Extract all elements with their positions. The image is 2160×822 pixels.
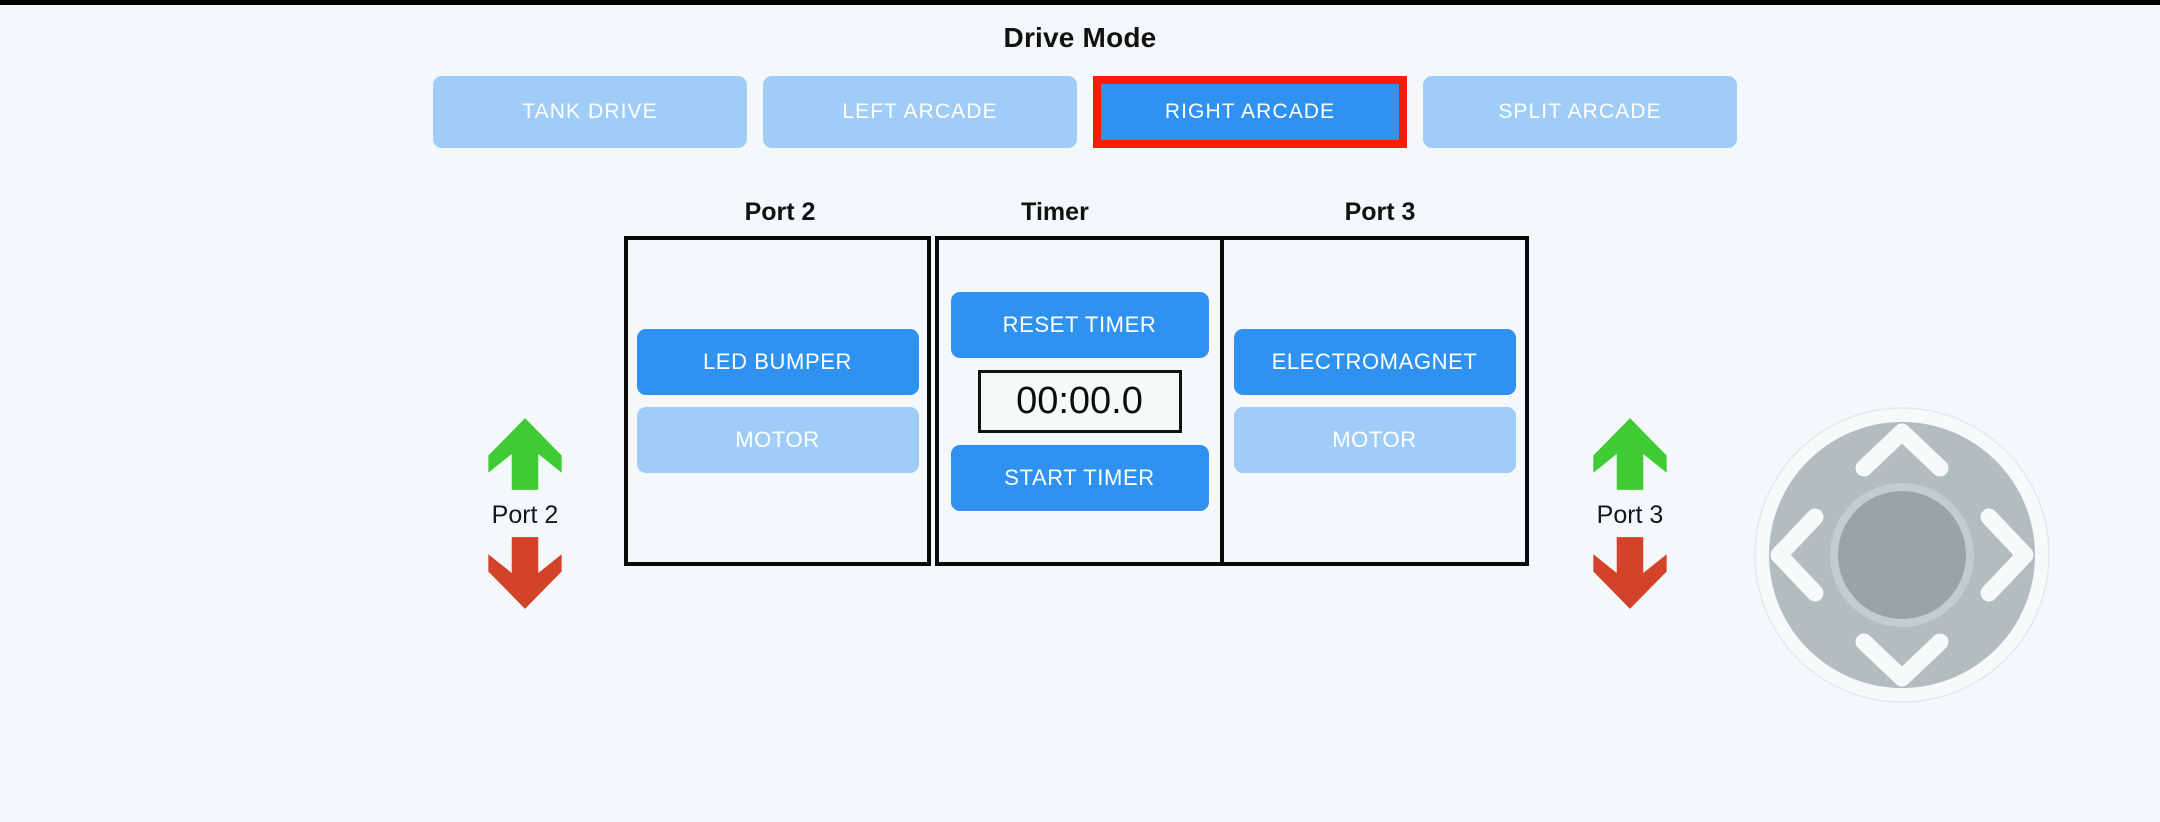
panel-caption-timer: Timer <box>1021 198 1089 226</box>
arrow-up-icon[interactable] <box>486 415 564 493</box>
dpad-center-button[interactable] <box>1838 491 1966 619</box>
direction-pad[interactable] <box>1752 405 2052 705</box>
timer-display: 00:00.0 <box>977 369 1182 433</box>
drive-mode-right-arcade-button-selected[interactable]: RIGHT ARCADE <box>1093 76 1407 148</box>
drive-mode-split-arcade-button[interactable]: SPLIT ARCADE <box>1423 76 1737 148</box>
port2-led-bumper-button[interactable]: LED BUMPER <box>636 329 919 395</box>
panel-timer: RESET TIMER 00:00.0 START TIMER <box>935 236 1224 566</box>
drive-mode-left-arcade-label: LEFT ARCADE <box>842 100 998 123</box>
panel-caption-port3: Port 3 <box>1344 198 1416 226</box>
drive-mode-tank-drive-button[interactable]: TANK DRIVE <box>433 76 747 148</box>
port3-motor-button[interactable]: MOTOR <box>1233 407 1516 473</box>
control-panel-group: LED BUMPER MOTOR RESET TIMER 00:00.0 STA… <box>624 236 1529 566</box>
panel-caption-port2: Port 2 <box>744 198 816 226</box>
drive-mode-slot-3: SPLIT ARCADE <box>1415 76 1745 148</box>
timer-value: 00:00.0 <box>1016 379 1143 422</box>
port3-electromagnet-label: ELECTROMAGNET <box>1271 349 1478 374</box>
reset-timer-button[interactable]: RESET TIMER <box>950 291 1209 358</box>
dpad-left-chevron-icon[interactable] <box>1770 508 1824 602</box>
port3-arrow-cluster: Port 3 <box>1545 415 1715 612</box>
dpad-right-chevron-icon[interactable] <box>1980 508 2034 602</box>
start-timer-button[interactable]: START TIMER <box>950 444 1209 511</box>
arrow-up-icon[interactable] <box>1591 415 1669 493</box>
drive-mode-right-arcade-inner: RIGHT ARCADE <box>1101 84 1399 140</box>
drive-mode-slot-0: TANK DRIVE <box>425 76 755 148</box>
panel-port2: LED BUMPER MOTOR <box>624 236 931 566</box>
port2-device-stack: LED BUMPER MOTOR <box>636 329 919 473</box>
port2-arrow-caption: Port 2 <box>491 501 559 529</box>
drive-mode-button-group: TANK DRIVE LEFT ARCADE RIGHT ARCADE SPLI… <box>425 76 1745 148</box>
port3-arrow-caption: Port 3 <box>1596 501 1664 529</box>
top-black-bar <box>0 0 2160 5</box>
drive-mode-right-arcade-label: RIGHT ARCADE <box>1164 100 1336 123</box>
drive-mode-tank-drive-label: TANK DRIVE <box>522 100 658 123</box>
port3-device-stack: ELECTROMAGNET MOTOR <box>1233 329 1516 473</box>
drive-mode-left-arcade-button[interactable]: LEFT ARCADE <box>763 76 1077 148</box>
port2-arrow-cluster: Port 2 <box>440 415 610 612</box>
dpad-down-chevron-icon[interactable] <box>1855 633 1949 687</box>
start-timer-label: START TIMER <box>1004 464 1155 490</box>
port2-led-bumper-label: LED BUMPER <box>702 349 853 374</box>
port3-motor-label: MOTOR <box>1332 427 1417 452</box>
arrow-down-icon[interactable] <box>1591 534 1669 612</box>
arrow-down-icon[interactable] <box>486 534 564 612</box>
drive-mode-title: Drive Mode <box>1003 22 1157 53</box>
drive-mode-slot-2: RIGHT ARCADE <box>1085 76 1415 148</box>
port3-electromagnet-button[interactable]: ELECTROMAGNET <box>1233 329 1516 395</box>
drive-mode-slot-1: LEFT ARCADE <box>755 76 1085 148</box>
drive-mode-split-arcade-label: SPLIT ARCADE <box>1498 100 1662 123</box>
dpad-up-chevron-icon[interactable] <box>1855 423 1949 477</box>
panel-port3: ELECTROMAGNET MOTOR <box>1220 236 1529 566</box>
port2-motor-label: MOTOR <box>735 427 820 452</box>
reset-timer-label: RESET TIMER <box>1002 311 1157 337</box>
port2-motor-button[interactable]: MOTOR <box>636 407 919 473</box>
